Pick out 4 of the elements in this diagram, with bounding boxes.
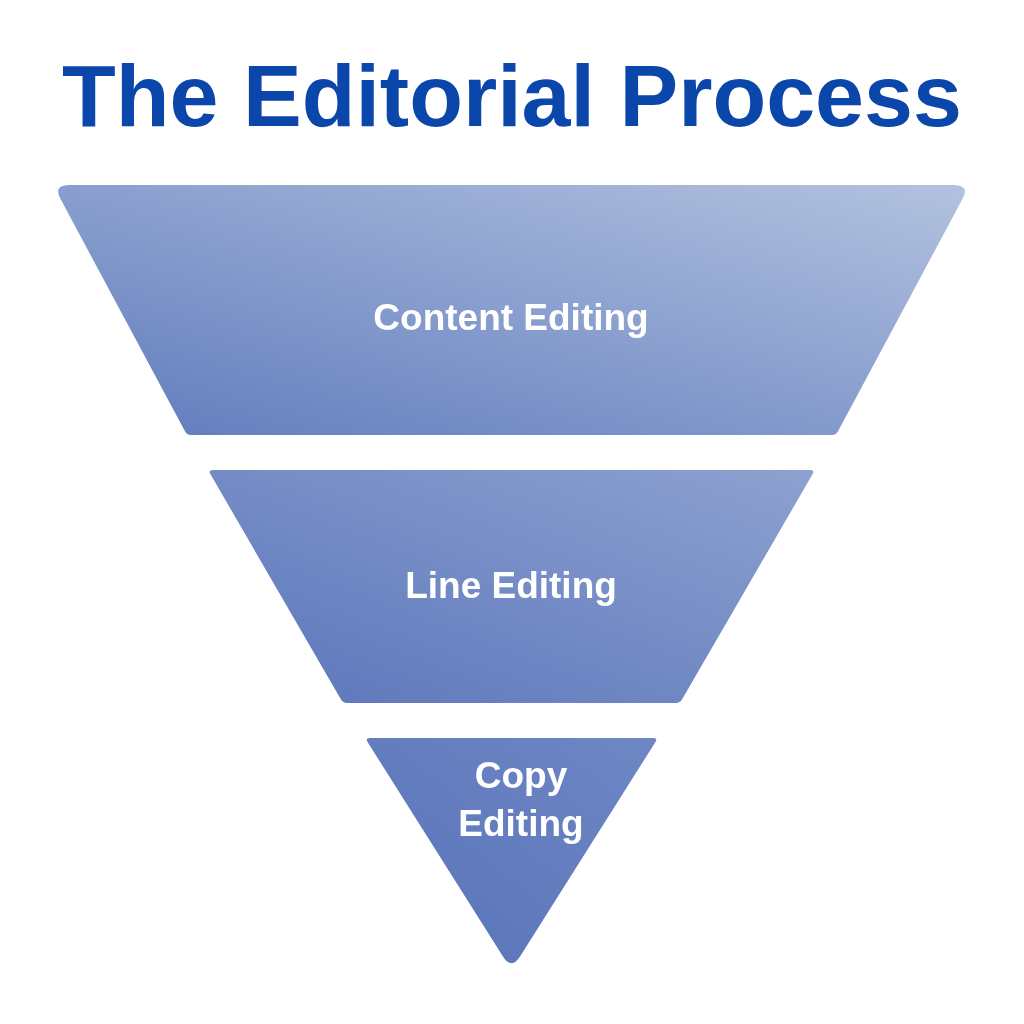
diagram-title: The Editorial Process [62,52,962,140]
segment-label: Content Editing [373,295,649,340]
segment-label: Line Editing [405,563,617,608]
segment-label: Copy Editing [458,753,584,846]
